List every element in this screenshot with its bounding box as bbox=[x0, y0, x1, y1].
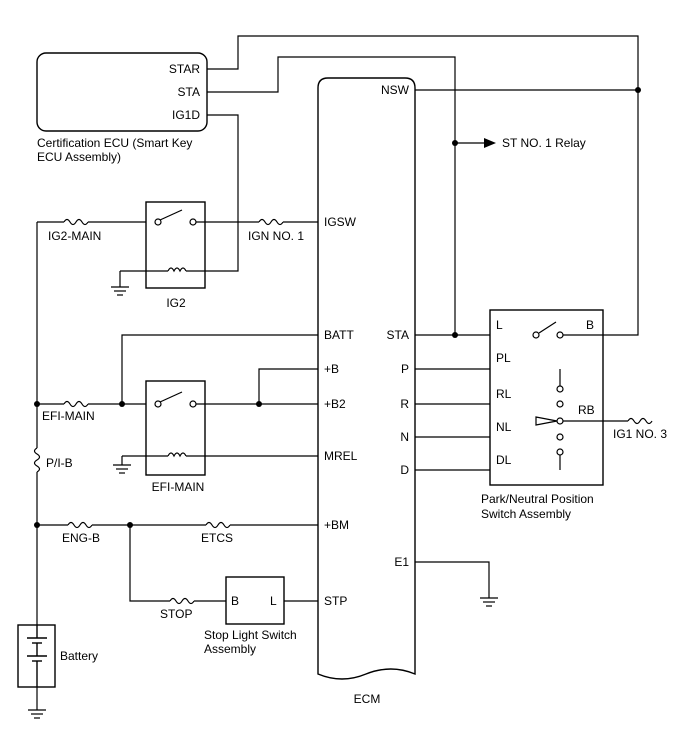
fuse-icon bbox=[63, 400, 89, 408]
fuse-ig1-no3-label: IG1 NO. 3 bbox=[613, 427, 667, 441]
fuse-icon bbox=[169, 597, 195, 605]
ecm-pin-r: R bbox=[400, 397, 409, 411]
wire-e1 bbox=[415, 561, 490, 598]
ecm-pin-sta: STA bbox=[387, 328, 409, 342]
ig2-relay-box bbox=[145, 201, 206, 289]
relay-blade bbox=[159, 209, 183, 221]
ecm-pin-b: +B bbox=[324, 362, 339, 376]
ecm-pin-n: N bbox=[400, 430, 409, 444]
sls-label-2: Assembly bbox=[204, 642, 256, 656]
cert-ecu-label-2: ECU Assembly) bbox=[37, 150, 121, 164]
wire-stop bbox=[129, 525, 170, 602]
contact-n bbox=[556, 433, 564, 441]
pns-terminal-pl: PL bbox=[496, 351, 511, 365]
fuse-ig2-main-label: IG2-MAIN bbox=[48, 229, 101, 243]
ig2-relay-label: IG2 bbox=[166, 296, 186, 310]
efi-main-relay-label: EFI-MAIN bbox=[152, 480, 205, 494]
fuse-icon bbox=[627, 417, 653, 425]
wire-b bbox=[258, 368, 318, 404]
switch-contact bbox=[556, 331, 564, 339]
park-neutral-switch-box bbox=[489, 309, 604, 486]
efi-main-relay-box bbox=[145, 380, 206, 476]
ground-icon bbox=[480, 597, 498, 607]
sls-terminal-b: B bbox=[231, 594, 239, 608]
pns-terminal-nl: NL bbox=[496, 420, 512, 434]
contact-d bbox=[556, 448, 564, 456]
junction-sta bbox=[452, 332, 458, 338]
relay-contact bbox=[189, 400, 197, 408]
junction-nsw bbox=[635, 87, 641, 93]
arrow-icon bbox=[484, 138, 496, 148]
pns-terminal-l: L bbox=[496, 318, 503, 332]
switch-blade bbox=[538, 321, 557, 334]
ecm-pin-b2: +B2 bbox=[324, 397, 346, 411]
pns-label-1: Park/Neutral Position bbox=[481, 492, 594, 506]
pns-terminal-dl: DL bbox=[496, 453, 512, 467]
ecm-pin-stp: STP bbox=[324, 594, 347, 608]
ecm-box bbox=[317, 77, 416, 680]
contact-p bbox=[556, 385, 564, 393]
fuse-icon bbox=[67, 521, 93, 529]
battery-icon bbox=[27, 625, 47, 687]
fuse-eng-b-label: ENG-B bbox=[62, 531, 100, 545]
relay-coil-icon bbox=[167, 267, 187, 273]
junction bbox=[119, 401, 125, 407]
fuse-stop-label: STOP bbox=[160, 607, 192, 621]
ecm-pin-batt: BATT bbox=[324, 328, 354, 342]
sls-label-1: Stop Light Switch bbox=[204, 628, 297, 642]
sls-terminal-l: L bbox=[270, 594, 277, 608]
fuse-icon bbox=[63, 218, 89, 226]
wire-cert-sta bbox=[207, 56, 456, 335]
ecm-pin-mrel: MREL bbox=[324, 449, 358, 463]
junction bbox=[34, 401, 40, 407]
fuse-efi-main-label: EFI-MAIN bbox=[42, 409, 95, 423]
relay-contact bbox=[189, 218, 197, 226]
relay-contact bbox=[154, 218, 162, 226]
ecm-pin-e1: E1 bbox=[394, 555, 409, 569]
ecm-label: ECM bbox=[354, 692, 381, 706]
fuse-pib-label: P/I-B bbox=[46, 456, 73, 470]
switch-contact bbox=[532, 331, 540, 339]
junction bbox=[34, 522, 40, 528]
pns-terminal-rl: RL bbox=[496, 387, 512, 401]
fuse-icon bbox=[258, 218, 284, 226]
ground-icon bbox=[111, 286, 129, 296]
ecm-pin-d: D bbox=[400, 463, 409, 477]
ecm-pin-igsw: IGSW bbox=[324, 215, 357, 229]
cert-pin-ig1d: IG1D bbox=[172, 108, 200, 122]
ecm-pin-nsw: NSW bbox=[381, 83, 410, 97]
rotary-wiper-icon bbox=[535, 416, 558, 426]
cert-pin-sta: STA bbox=[178, 85, 200, 99]
contact-r bbox=[556, 400, 564, 408]
pns-terminal-rb: RB bbox=[578, 403, 595, 417]
fuse-ign-no1-label: IGN NO. 1 bbox=[248, 229, 304, 243]
wire-batt bbox=[121, 334, 318, 404]
cert-ecu-label-1: Certification ECU (Smart Key bbox=[37, 136, 192, 150]
st-relay-label: ST NO. 1 Relay bbox=[502, 136, 586, 150]
ground-icon bbox=[28, 709, 46, 719]
relay-coil-icon bbox=[167, 452, 187, 458]
cert-pin-star: STAR bbox=[169, 62, 200, 76]
ecm-pin-p: P bbox=[401, 362, 409, 376]
battery-label: Battery bbox=[60, 649, 98, 663]
pns-label-2: Switch Assembly bbox=[481, 507, 571, 521]
fuse-icon bbox=[33, 447, 41, 473]
fuse-icon bbox=[205, 521, 231, 529]
wire-star bbox=[207, 35, 639, 336]
relay-blade bbox=[159, 391, 183, 403]
relay-contact bbox=[154, 400, 162, 408]
fuse-etcs-label: ETCS bbox=[201, 531, 233, 545]
contact-rb bbox=[556, 417, 564, 425]
junction-st bbox=[452, 140, 458, 146]
pns-terminal-b: B bbox=[586, 318, 594, 332]
wire-ig1d bbox=[205, 114, 239, 272]
ecm-pin-bm: +BM bbox=[324, 518, 349, 532]
ground-icon bbox=[113, 464, 131, 474]
